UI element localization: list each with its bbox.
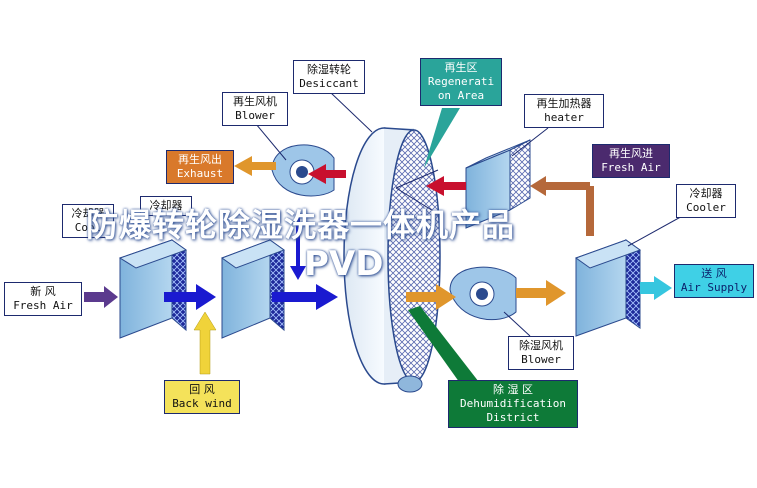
exhaust-arrow [234,156,276,176]
cooler-left-2-label: 冷却器 [140,196,192,216]
leader-heater [511,127,549,157]
dehumidification-blower [449,266,517,321]
back-wind-label: 回 风 Back wind [164,380,240,414]
process-orange-arrow-1 [406,284,456,310]
process-orange-arrow-2 [516,280,566,306]
fresh-air-arrow [84,286,118,308]
exhaust-label: 再生风出 Exhaust [166,150,234,184]
leader-dehum-blower [503,311,531,337]
cooler-right-label: 冷却器 Cooler [676,184,736,218]
dehum-down-arrow [290,214,306,280]
desiccant-label: 除湿转轮 Desiccant [293,60,365,94]
dehumidification-district-label: 除 湿 区 Dehumidification District [448,380,578,428]
overlay-title: 防爆转轮除湿洗器一体机产品 [86,206,516,244]
fresh-air-label: 新 风 Fresh Air [4,282,82,316]
leader-desiccant [329,91,373,133]
cooler-unit-left-2 [220,239,286,339]
leader-regen-blower [255,123,287,161]
cooler-left-1-label: 冷却器 Cool [62,204,114,238]
regen-red-arrow-2 [308,164,346,184]
regeneration-area-label: 再生区 Regenerati on Area [420,58,502,106]
regeneration-heater [465,139,531,229]
air-supply-label: 送 风 Air Supply [674,264,754,298]
leader-regen-area [424,108,460,168]
cooler-unit-left-1 [118,239,188,339]
leader-cooler-right [627,213,687,247]
regen-fresh-air-label: 再生风进 Fresh Air [592,144,670,178]
regeneration-blower [271,144,335,197]
regeneration-blower-label: 再生风机 Blower [222,92,288,126]
cooler-unit-right [574,239,642,337]
leader-dehum-district [408,306,482,386]
overlay-subtitle: PVD [304,244,384,284]
dehumidification-blower-label: 除湿风机 Blower [508,336,574,370]
regen-fresh-air-arrow [530,176,594,236]
air-supply-arrow [640,276,672,300]
supply-blue-arrow-1 [164,284,216,310]
supply-blue-arrow-2 [272,284,338,310]
back-wind-arrow [193,311,217,375]
regen-red-arrow-1 [426,176,466,196]
regeneration-heater-label: 再生加热器 heater [524,94,604,128]
